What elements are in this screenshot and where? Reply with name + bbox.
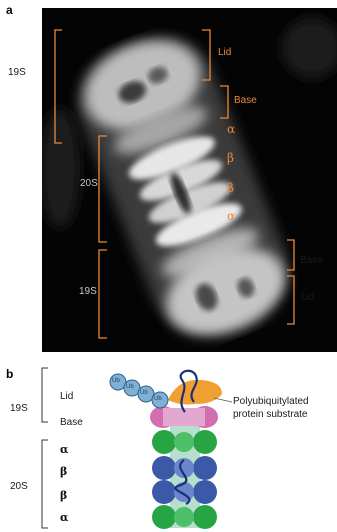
ub-label-2: Ub bbox=[126, 384, 134, 390]
ub-label-4: Ub bbox=[154, 396, 162, 402]
alpha-ring-bottom bbox=[152, 505, 217, 529]
schematic-ring-beta-top: β bbox=[60, 466, 67, 477]
panel-a-letter: a bbox=[6, 4, 13, 16]
schematic-label-lid: Lid bbox=[60, 392, 73, 402]
schematic-ring-beta-bottom: β bbox=[60, 490, 67, 501]
ub-label-3: Ub bbox=[140, 390, 148, 396]
label-lid-top: Lid bbox=[218, 48, 231, 58]
label-base-top: Base bbox=[234, 96, 257, 106]
label-19s-top: 19S bbox=[8, 68, 26, 78]
label-20s: 20S bbox=[80, 179, 98, 189]
ring-beta-top: β bbox=[227, 152, 234, 164]
bracket-19s-schematic bbox=[42, 368, 48, 422]
ub-label-1: Ub bbox=[112, 378, 120, 384]
label-base-bottom: Base bbox=[300, 256, 323, 266]
substrate-label-line2: protein substrate bbox=[233, 410, 308, 420]
schematic-label-20s: 20S bbox=[10, 482, 28, 492]
schematic-label-19s: 19S bbox=[10, 404, 28, 414]
bracket-20s-schematic bbox=[42, 440, 48, 528]
ring-alpha-bottom: α bbox=[227, 210, 235, 222]
schematic-label-base: Base bbox=[60, 418, 83, 428]
substrate-label-line1: Polyubiquitylated bbox=[233, 397, 309, 407]
ring-beta-bottom: β bbox=[227, 182, 234, 194]
alpha-ring-top bbox=[152, 430, 217, 454]
label-19s-bottom: 19S bbox=[79, 287, 97, 297]
schematic-ring-alpha-bottom: α bbox=[60, 512, 68, 523]
label-lid-bottom: Lid bbox=[301, 293, 314, 303]
schematic-panel bbox=[0, 360, 337, 532]
schematic-ring-alpha-top: α bbox=[60, 444, 68, 455]
ring-alpha-top: α bbox=[227, 123, 235, 135]
